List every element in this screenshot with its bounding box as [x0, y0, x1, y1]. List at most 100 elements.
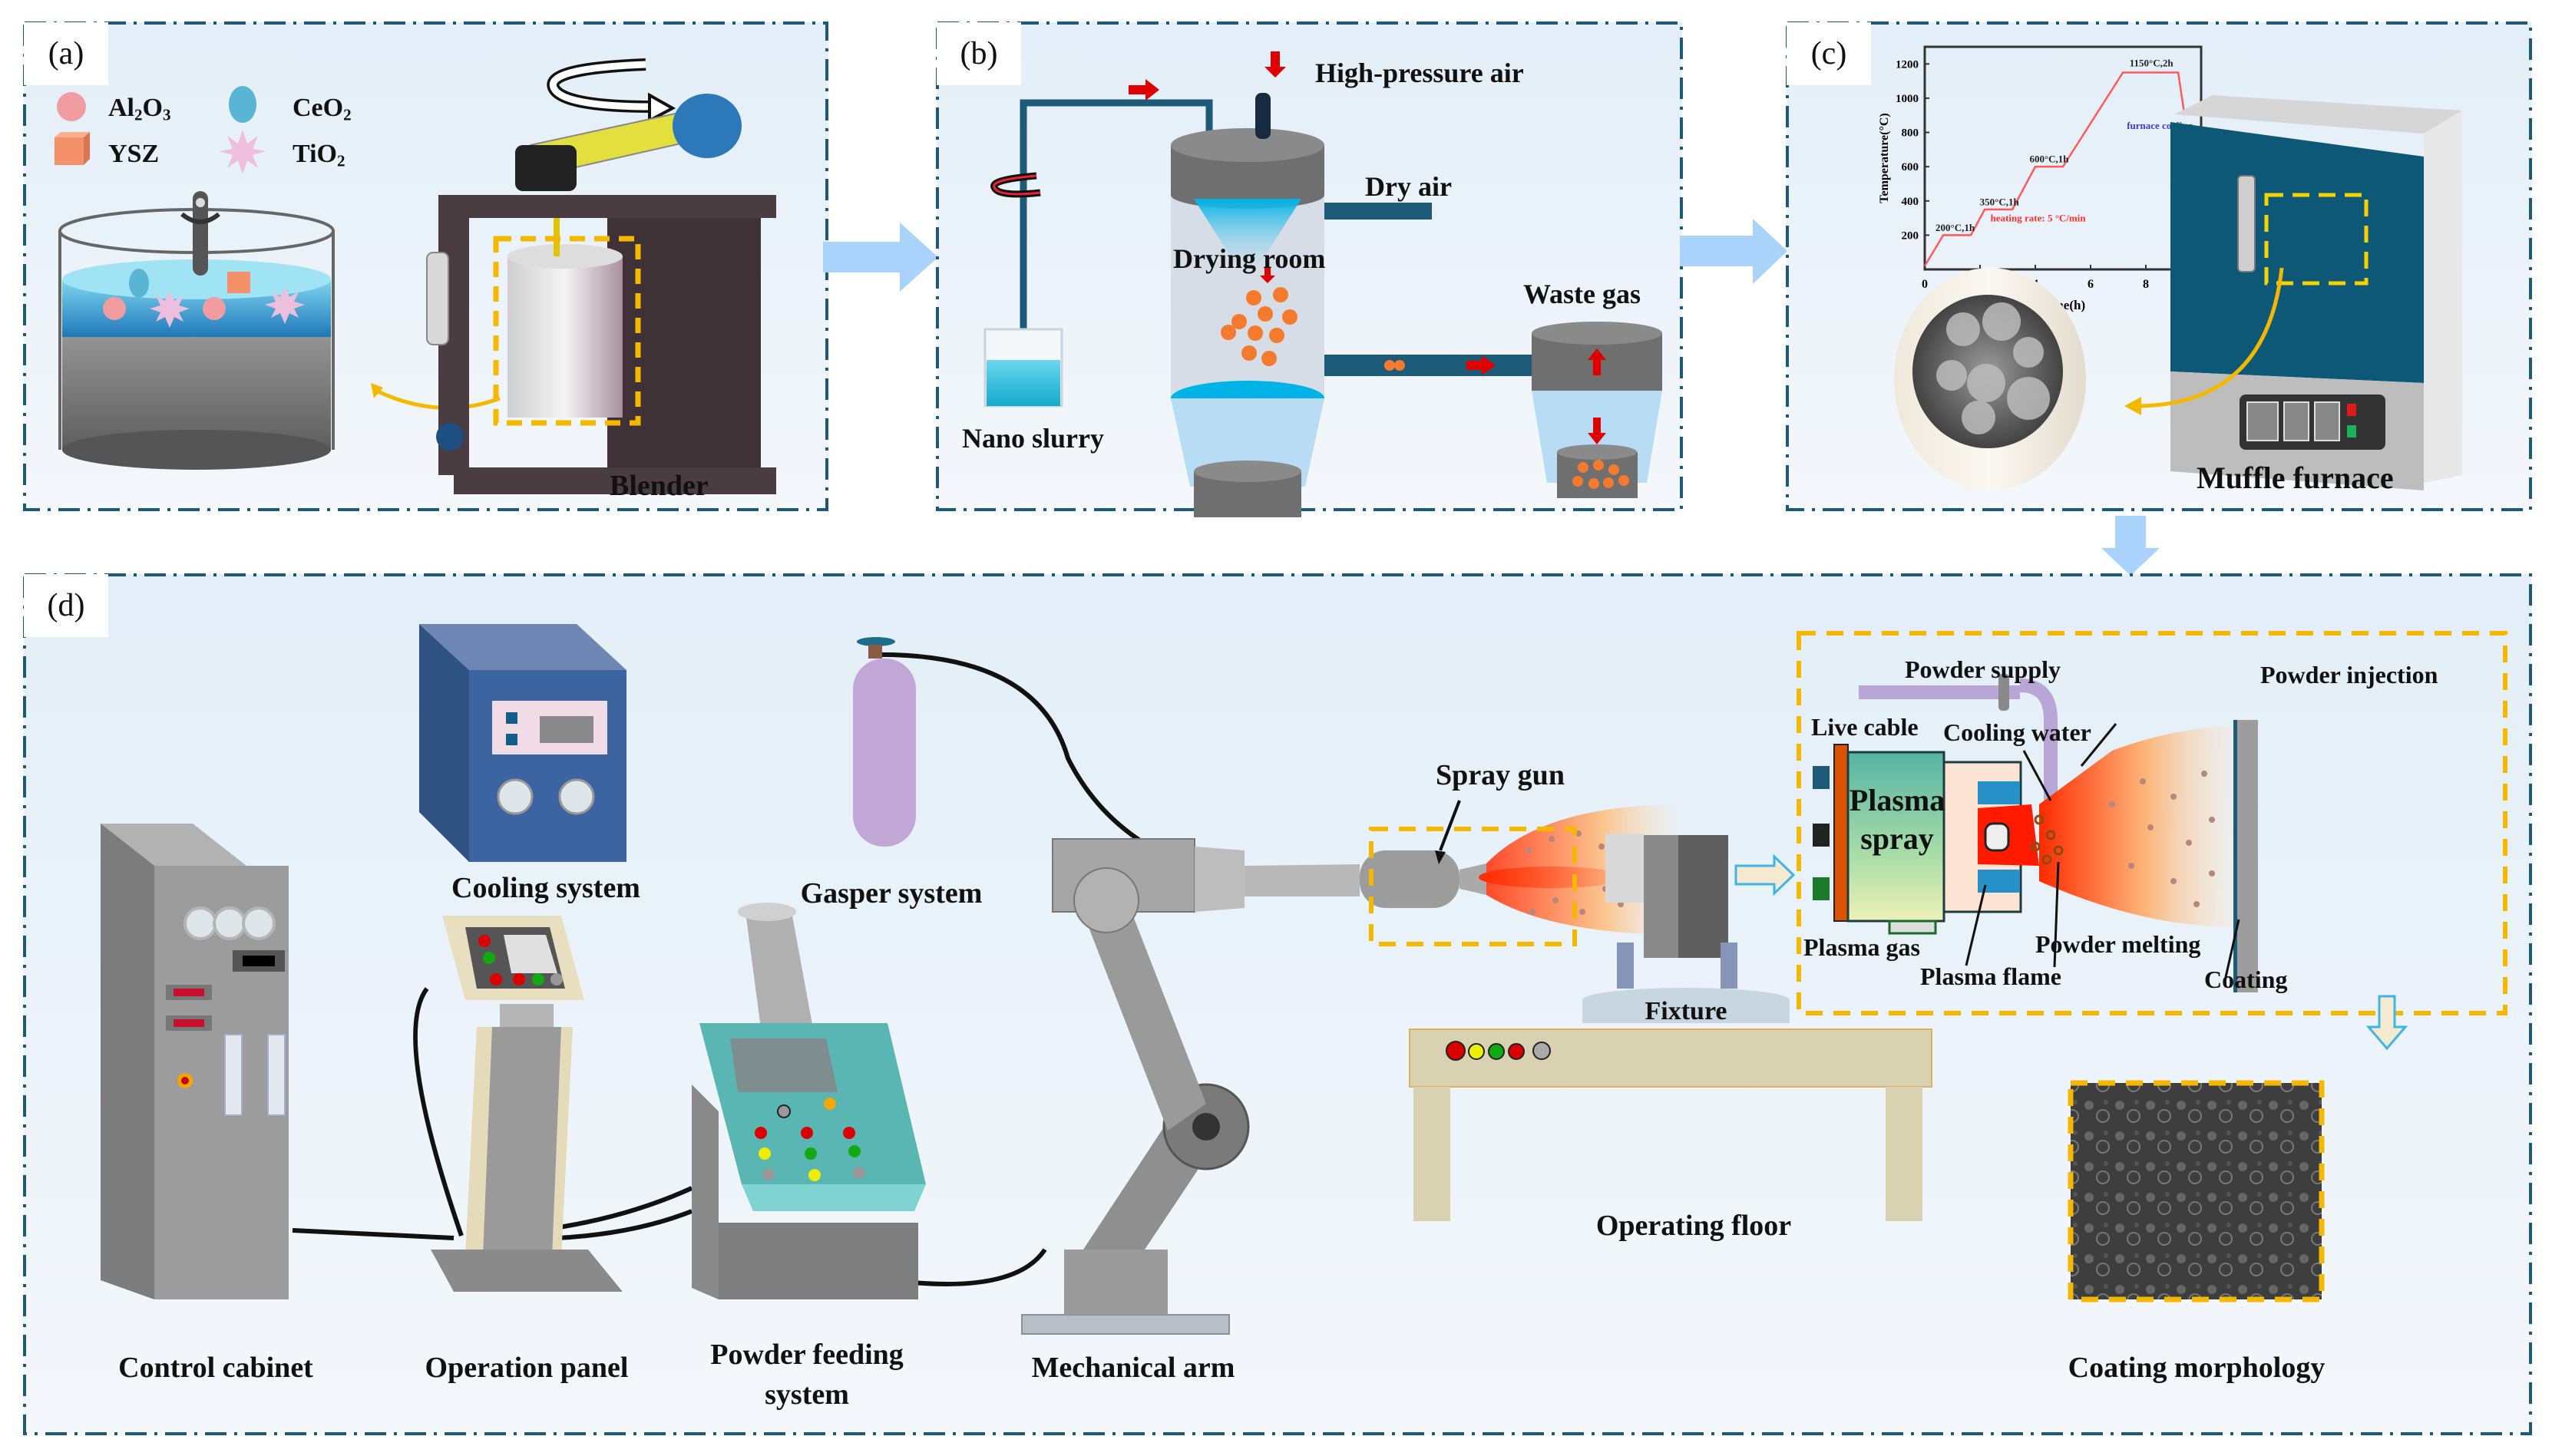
- coating-layer: [2233, 720, 2237, 992]
- cooling-system: [419, 624, 626, 862]
- transfer-arrow-icon: [2135, 267, 2284, 408]
- beaker: [58, 208, 335, 470]
- spray-gun-pointer-icon: [1435, 800, 1461, 864]
- panel-b-tag: (b): [937, 22, 1021, 85]
- plasma-spray-label-line2: spray: [1860, 821, 1934, 856]
- coating-label: Coating: [2204, 966, 2288, 993]
- green-indicator: [2347, 425, 2356, 437]
- al2o3-legend-icon: [57, 92, 86, 121]
- furnace-window-highlight: [2264, 193, 2369, 286]
- y-tick-label: 800: [1902, 127, 1919, 140]
- y-tick-label: 600: [1902, 161, 1919, 173]
- stirrer-icon: [180, 191, 220, 276]
- x-tick-label: 0: [1922, 278, 1928, 291]
- plasma-spray-label-line1: Plasma: [1849, 783, 1945, 817]
- mechanical-arm: [1021, 838, 1486, 1335]
- flow-arrow-c-to-d: [2101, 516, 2160, 576]
- transfer-arrow-icon: [372, 387, 501, 410]
- high-pressure-nozzle: [1255, 93, 1271, 139]
- drying-room-label: Drying room: [1173, 243, 1326, 274]
- operating-floor: [1409, 1028, 1932, 1221]
- crucible-illustration: [1894, 268, 2086, 490]
- collected-particles: [1572, 460, 1629, 489]
- legend-tio2-label: TiO2: [293, 140, 345, 170]
- spray-gun-highlight-box: [1369, 827, 1577, 946]
- dried-particles: [1221, 287, 1297, 366]
- panel-c-frame: [1786, 21, 2532, 511]
- morphology-arrow-icon: [2365, 995, 2408, 1051]
- powder-feeding-label-line2: system: [765, 1378, 849, 1411]
- y-tick-label: 1000: [1896, 93, 1919, 105]
- powder-feeding-label-line1: Powder feeding: [710, 1339, 904, 1371]
- waste-gas-up-arrow-icon: [1588, 348, 1606, 375]
- sintering-temperature-chart: 024681020040060080010001200Time(h)Temper…: [1878, 45, 2207, 312]
- atomizer-spray-cone: [1194, 199, 1301, 283]
- ceo2-particle: [129, 269, 149, 298]
- plasma-detail-highlight-box: [1797, 631, 2507, 1015]
- powder-supply-label: Powder supply: [1905, 655, 2061, 683]
- gasper-system-label: Gasper system: [800, 877, 983, 910]
- legend-ceo2-label: CeO2: [293, 94, 352, 124]
- cooling-water-label: Cooling water: [1943, 718, 2091, 746]
- panel-d-tag: (d): [24, 574, 108, 637]
- panel-d-frame: [23, 573, 2532, 1435]
- panel-d-plasma-spraying: (d): [23, 573, 2532, 1435]
- detail-pointer-lines: [1965, 723, 2240, 978]
- blender-machine-illustration: [426, 58, 776, 494]
- feed-pipe: [1020, 99, 1213, 387]
- al2o3-particle: [203, 297, 226, 320]
- dry-air-label: Dry air: [1365, 171, 1452, 202]
- mechanical-arm-label: Mechanical arm: [1031, 1352, 1235, 1384]
- x-tick-label: 8: [2143, 278, 2149, 291]
- cooling-system-label: Cooling system: [451, 872, 640, 904]
- control-cabinet-label: Control cabinet: [118, 1352, 313, 1384]
- plasma-gas-label: Plasma gas: [1803, 933, 1920, 961]
- flow-arrow-b-to-c: [1680, 219, 1787, 284]
- control-cabinet: [101, 824, 289, 1299]
- panel-c-sintering: (c) 024681020040060080010001200Time(h)Te…: [1786, 21, 2532, 511]
- live-cable-label: Live cable: [1811, 713, 1919, 741]
- tio2-legend-icon: [220, 130, 266, 174]
- y-tick-label: 400: [1902, 196, 1919, 208]
- feeder-buttons: [755, 1098, 865, 1181]
- mixing-beaker-illustration: [58, 191, 501, 470]
- panel-c-tag: (c): [1787, 22, 1871, 85]
- ceo2-legend-icon: [229, 86, 256, 123]
- powder-feeder: [692, 903, 926, 1299]
- y-axis-label: Temperature(°C): [1878, 113, 1891, 203]
- mixing-tank: [507, 256, 623, 418]
- fixture: [1582, 834, 1790, 1023]
- coating-morphology-label: Coating morphology: [2068, 1352, 2326, 1384]
- motor: [515, 145, 577, 191]
- coating-morphology-sem-image: [2068, 1080, 2325, 1302]
- chart-annotation: 200°C,1h: [1935, 222, 1975, 233]
- y-tick-label: 1200: [1896, 58, 1919, 71]
- furnace-handle: [2237, 175, 2256, 272]
- panel-b-spray-drying: (b): [936, 21, 1683, 517]
- collect-down-arrow-icon: [1588, 418, 1606, 444]
- rotation-arrow-icon: [547, 58, 676, 124]
- dry-air-inlet: [1324, 203, 1432, 220]
- ysz-legend-icon: [55, 132, 90, 165]
- tio2-particle: [265, 287, 305, 324]
- flow-right-arrow-icon: [1129, 79, 1159, 101]
- fixture-label: Fixture: [1645, 997, 1727, 1025]
- powder-melting-label: Powder melting: [2035, 930, 2201, 958]
- panel-a-slurry-preparation: (a) Al2O3 CeO2 YSZ TiO2: [23, 21, 828, 511]
- spray-dryer-illustration: [983, 51, 1662, 517]
- cyclone-duct: [1324, 355, 1532, 376]
- y-tick-label: 200: [1902, 229, 1919, 242]
- red-indicator: [2347, 404, 2356, 416]
- x-tick-label: 6: [2088, 278, 2094, 291]
- spray-gun-label: Spray gun: [1436, 759, 1565, 791]
- panel-a-tag: (a): [24, 22, 108, 85]
- legend-ysz-label: YSZ: [108, 140, 160, 168]
- chart-annotation: heating rate: 5 °C/min: [1991, 213, 2087, 224]
- plasma-spray-system-illustration: [101, 624, 2507, 1335]
- operation-panel: [431, 916, 623, 1292]
- chart-annotation: 350°C,1h: [1980, 196, 2020, 207]
- air-down-arrow-icon: [1264, 51, 1286, 78]
- series-line-sintering-profile: [1923, 71, 2186, 267]
- high-pressure-air-label: High-pressure air: [1315, 58, 1524, 88]
- tank-highlight-box: [493, 236, 641, 426]
